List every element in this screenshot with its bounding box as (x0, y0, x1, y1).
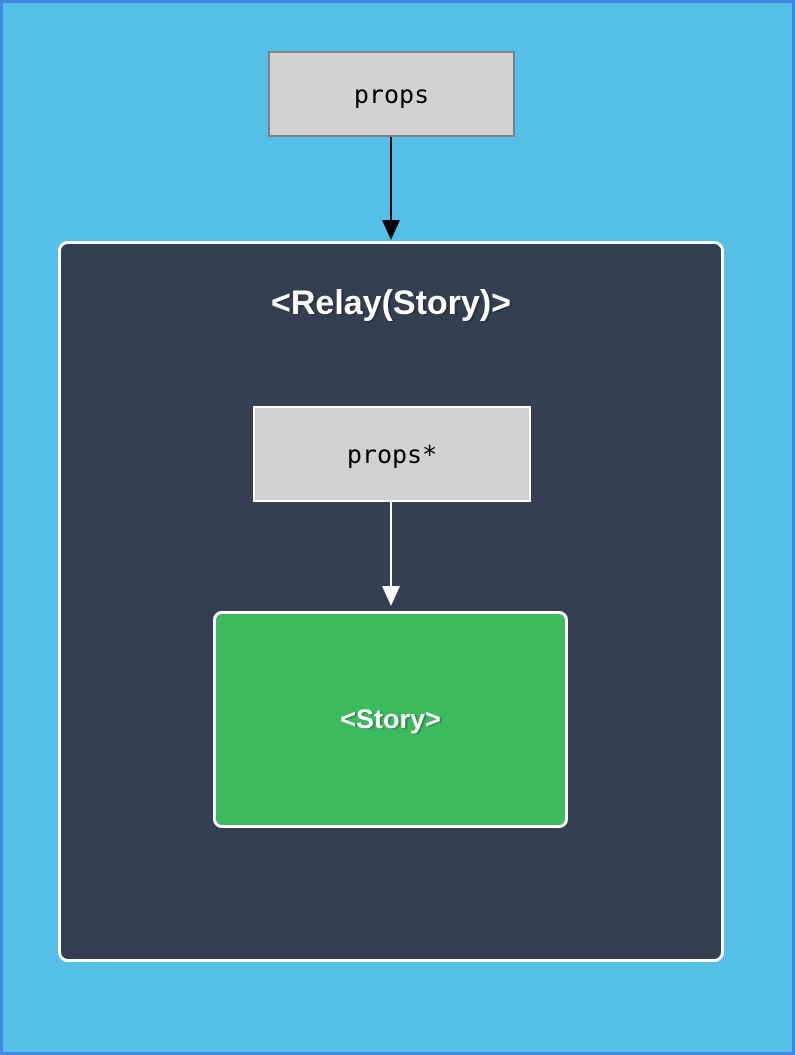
arrow-props-to-relay-line (390, 137, 392, 222)
story-node-label: <Story> (340, 704, 441, 734)
relay-container-title: <Relay(Story)> (271, 284, 511, 322)
props-star-node-label: props* (346, 439, 438, 469)
props-star-node: props* (253, 406, 531, 502)
props-node: props (268, 51, 515, 137)
props-node-label: props (353, 79, 430, 109)
arrow-props-star-to-story-line (390, 502, 392, 588)
story-node: <Story> (213, 611, 568, 828)
arrow-props-star-to-story-head-icon (382, 586, 400, 606)
arrow-props-to-relay-head-icon (382, 220, 400, 240)
